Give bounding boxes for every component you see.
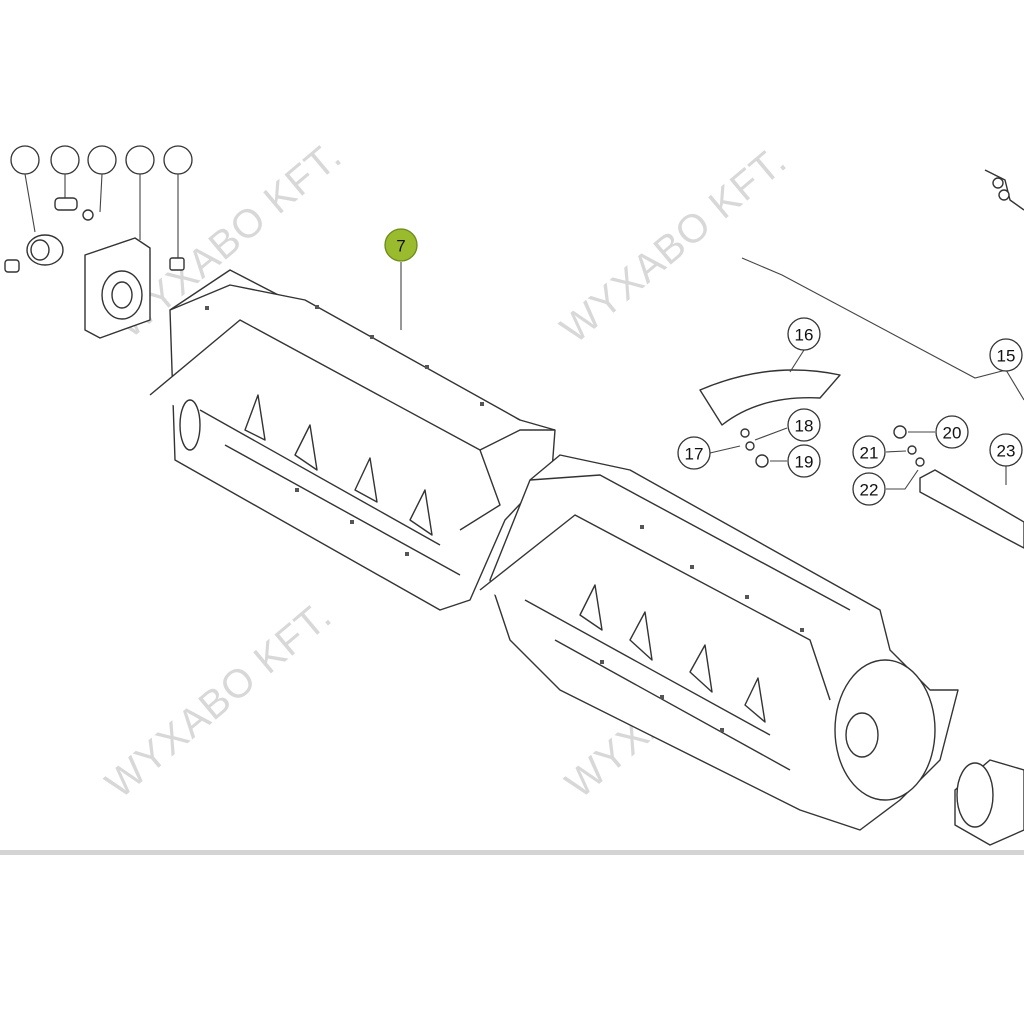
callout-21[interactable]: 21	[852, 435, 886, 469]
callout-20[interactable]: 20	[935, 415, 969, 449]
callout-label: 18	[795, 417, 814, 436]
small-parts	[400, 169, 1024, 549]
callout-23[interactable]: 23	[989, 433, 1023, 467]
callout-16[interactable]: 16	[787, 317, 821, 351]
callout-15[interactable]: 15	[989, 338, 1023, 372]
callout-label: 19	[795, 453, 814, 472]
callout-22[interactable]: 22	[852, 472, 886, 506]
rotor-left	[149, 269, 556, 611]
callout-label: 7	[396, 237, 405, 256]
divider	[0, 850, 1024, 855]
callout-label: 15	[997, 347, 1016, 366]
callout-label: 22	[860, 481, 879, 500]
callout-label: 17	[685, 445, 704, 464]
rotor-right	[479, 454, 1024, 846]
callout-label: 23	[997, 442, 1016, 461]
watermark: WYXABO KFT.	[98, 593, 341, 807]
callout-label: 20	[943, 424, 962, 443]
callout-7[interactable]: 7	[384, 228, 418, 262]
callout-label: 16	[795, 326, 814, 345]
callout-18[interactable]: 18	[787, 408, 821, 442]
watermark: WYXABO KFT.	[553, 138, 796, 352]
callout-19[interactable]: 19	[787, 444, 821, 478]
callout-label: 21	[860, 444, 879, 463]
bearing-assembly	[4, 145, 193, 339]
callout-17[interactable]: 17	[677, 436, 711, 470]
